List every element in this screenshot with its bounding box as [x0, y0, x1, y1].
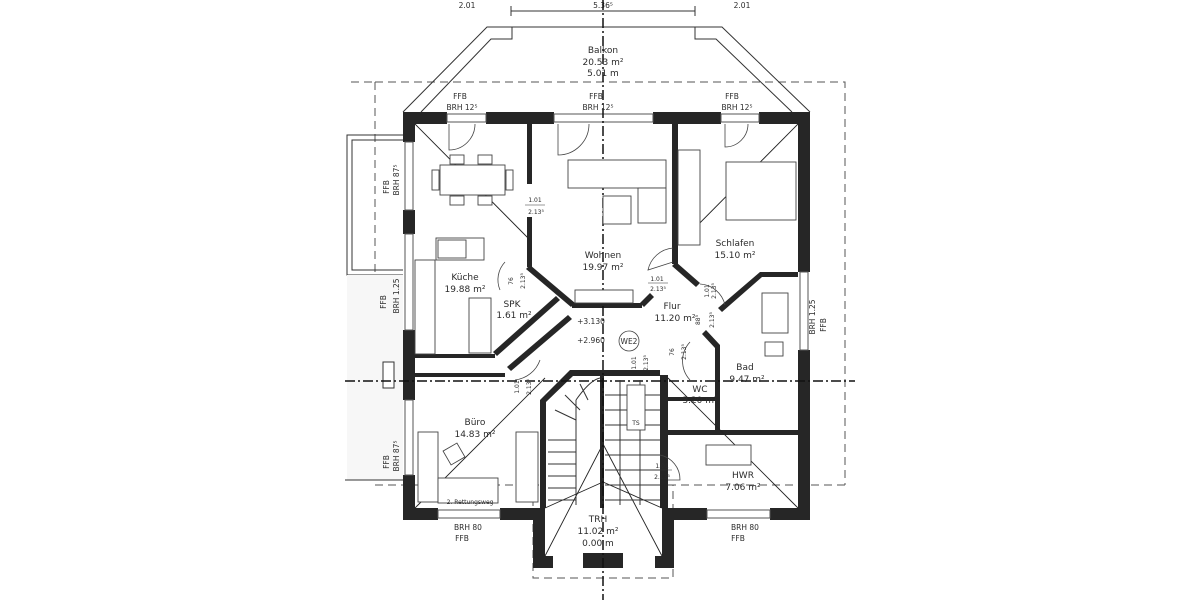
- door-wohnen-height: 2.13⁵: [528, 209, 544, 216]
- level-upper: +3.130: [577, 317, 605, 326]
- room-bad-area: 9.47 m²: [729, 375, 765, 385]
- door-spk-width: 76: [508, 277, 515, 285]
- coffee-table: [602, 195, 632, 225]
- room-flur-area: 11.20 m²: [654, 314, 695, 324]
- room-wc-name: WC: [692, 385, 707, 395]
- window-bottom-1-brh: BRH 80: [454, 523, 482, 532]
- room-buero-note: 2. Rettungsweg: [447, 499, 494, 506]
- door-hwr-width: 1.01: [655, 463, 669, 470]
- door-hwr-height: 2.13⁵: [654, 474, 670, 481]
- level-lower: +2.960: [577, 336, 605, 345]
- window-bottom-1-ffb: FFB: [455, 534, 469, 543]
- top-dimension: 2.01 5.36⁵ 2.01: [459, 1, 751, 16]
- room-trh-level: 0.00 m: [582, 539, 614, 549]
- window-bottom-2-ffb: FFB: [731, 534, 745, 543]
- room-schlafen-name: Schlafen: [716, 239, 755, 249]
- dining-table: [439, 164, 506, 196]
- terrace-box: [382, 361, 395, 389]
- room-buero-name: Büro: [465, 418, 486, 428]
- door-we2-height: 2.13⁵: [643, 355, 650, 371]
- room-wohnen-name: Wohnen: [585, 251, 622, 261]
- room-hwr-name: HWR: [732, 471, 754, 481]
- door-wohnen-width: 1.01: [528, 197, 542, 204]
- bed: [725, 161, 797, 221]
- toilet: [764, 341, 784, 357]
- room-hwr-area: 7.06 m²: [725, 483, 761, 493]
- window-left-3-ffb: FFB: [382, 455, 391, 469]
- room-trh-name: TRH: [588, 515, 608, 525]
- window-right-brh: BRH 1.25: [808, 299, 817, 334]
- dim-right: 2.01: [734, 1, 751, 10]
- window-left-1-ffb: FFB: [382, 180, 391, 194]
- door-bad-height: 2.13⁵: [709, 312, 716, 328]
- room-spk-name: SPK: [503, 300, 521, 310]
- ts-label: TS: [631, 420, 640, 427]
- window-labels: FFB BRH 12⁵ FFB BRH 12⁵ FFB BRH 12⁵ FFB …: [379, 92, 828, 543]
- door-wc-height: 2.13⁵: [681, 344, 688, 360]
- window-left-1-brh: BRH 87⁵: [392, 165, 401, 196]
- staircase: [548, 377, 660, 505]
- window-left-2-brh: BRH 1.25: [392, 278, 401, 313]
- desk: [437, 477, 499, 504]
- window-top-3-ffb: FFB: [725, 92, 739, 101]
- furniture: [414, 149, 797, 504]
- door-buero-height: 2.13⁵: [526, 379, 533, 395]
- door-wc-width: 76: [669, 348, 676, 356]
- room-buero-area: 14.83 m²: [454, 430, 495, 440]
- room-trh-area: 11.02 m²: [577, 527, 618, 537]
- sofa: [567, 159, 667, 189]
- window-left-3-brh: BRH 87⁵: [392, 441, 401, 472]
- dim-left: 2.01: [459, 1, 476, 10]
- room-schlafen-area: 15.10 m²: [714, 251, 755, 261]
- room-wc-area: 3.20 m²: [682, 396, 718, 406]
- door-labels: 1.01 2.13⁵ 1.01 2.13⁵ 1.01 2.13⁵ 76 2.13…: [508, 197, 718, 481]
- door-bad-width: 88⁵: [695, 314, 702, 325]
- room-flur-name: Flur: [663, 302, 680, 312]
- wardrobe: [677, 149, 701, 246]
- room-bad-name: Bad: [736, 363, 753, 373]
- door-flur-height: 2.13⁵: [650, 286, 666, 293]
- window-top-1-brh: BRH 12⁵: [447, 103, 478, 112]
- we-label: WE2: [621, 337, 638, 346]
- doors: [448, 123, 749, 481]
- window-top-2-brh: BRH 12⁵: [583, 103, 614, 112]
- office-chair: [442, 442, 466, 466]
- door-buero-width: 1.01: [514, 380, 521, 394]
- door-we2-width: 1.01: [631, 356, 638, 370]
- room-wohnen-area: 19.97 m²: [582, 263, 623, 273]
- room-labels: Küche 19.88 m² SPK 1.61 m² Wohnen 19.97 …: [444, 239, 765, 549]
- room-spk-area: 1.61 m²: [496, 311, 532, 321]
- window-top-1-ffb: FFB: [453, 92, 467, 101]
- window-right-ffb: FFB: [819, 318, 828, 332]
- left-terrace: [345, 134, 403, 481]
- door-schlafen-height: 2.13⁵: [711, 283, 718, 299]
- door-spk-height: 2.13⁵: [520, 273, 527, 289]
- window-top-2-ffb: FFB: [589, 92, 603, 101]
- inner-walls: [415, 124, 798, 508]
- bathtub: [761, 292, 789, 334]
- window-left-2-ffb: FFB: [379, 295, 388, 309]
- window-top-3-brh: BRH 12⁵: [722, 103, 753, 112]
- room-kueche-area: 19.88 m²: [444, 285, 485, 295]
- window-bottom-2-brh: BRH 80: [731, 523, 759, 532]
- outer-walls: [403, 112, 810, 568]
- door-flur-width: 1.01: [650, 276, 664, 283]
- room-kueche-name: Küche: [451, 273, 479, 283]
- door-schlafen-width: 1.01: [704, 284, 711, 298]
